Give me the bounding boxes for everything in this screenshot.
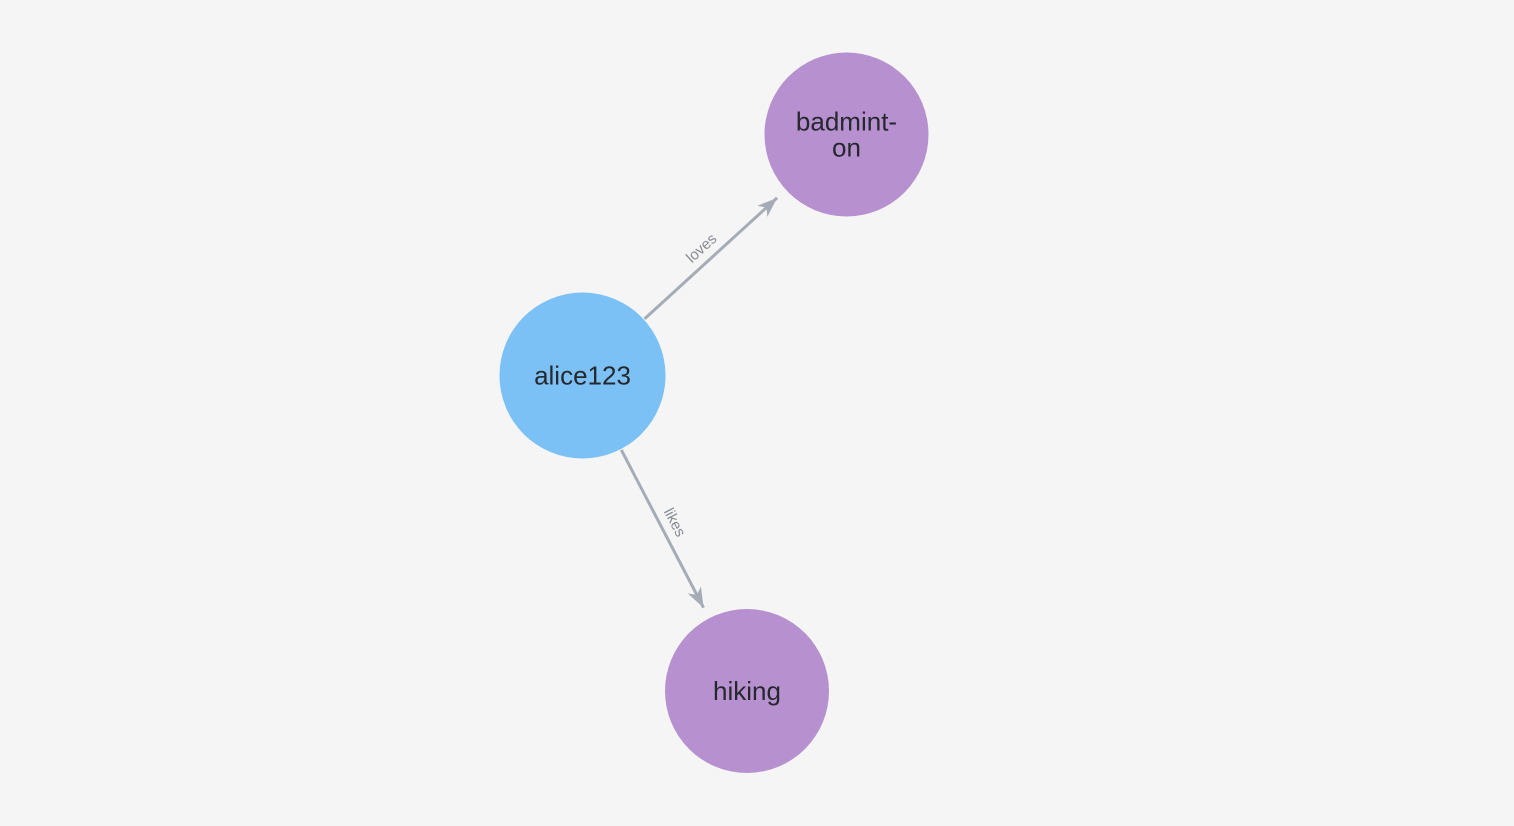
graph-edge-likes[interactable]: likes [620, 449, 705, 609]
node-label: badmint-on [796, 107, 897, 163]
node-label: hiking [713, 676, 781, 706]
node-circle[interactable] [764, 52, 929, 217]
graph-node-hiking[interactable]: hiking [665, 609, 829, 773]
edge-label: loves [683, 230, 720, 266]
edge-line[interactable] [643, 196, 779, 320]
node-label-line: alice123 [534, 361, 631, 391]
graph-node-alice123[interactable]: alice123 [499, 292, 666, 459]
edge-line[interactable] [620, 449, 705, 609]
node-circle[interactable] [499, 292, 666, 459]
graph-edge-loves[interactable]: loves [643, 196, 779, 320]
node-label-line: badmint- [796, 107, 897, 137]
graph-node-badminton[interactable]: badmint-on [764, 52, 929, 217]
node-label-line: hiking [713, 676, 781, 706]
node-label-line: on [832, 133, 861, 163]
node-circle[interactable] [665, 609, 829, 773]
node-label: alice123 [534, 361, 631, 391]
